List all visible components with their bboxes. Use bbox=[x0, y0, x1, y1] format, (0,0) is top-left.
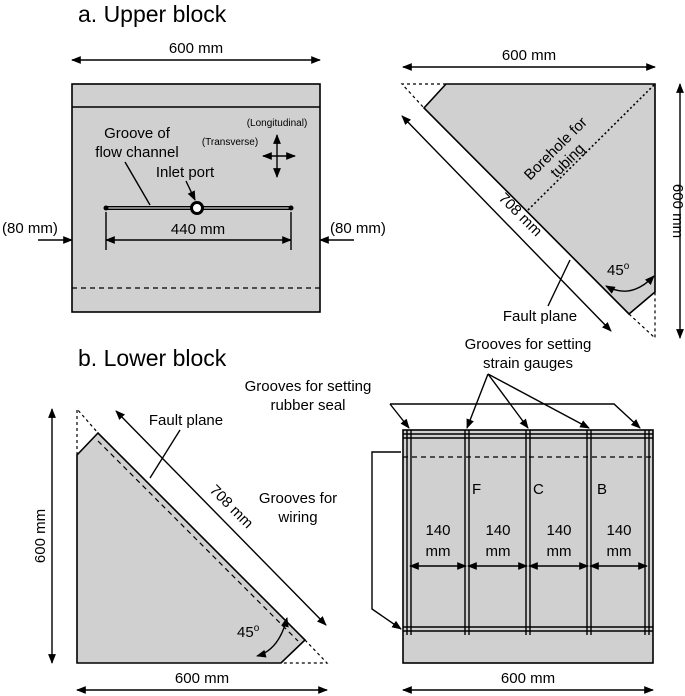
lower-side-diagonal-label: 708 mm bbox=[206, 482, 256, 532]
gauge-label-b: B bbox=[597, 481, 607, 498]
spacing-unit-4: mm bbox=[607, 543, 632, 560]
upper-side-diagonal-arrow bbox=[401, 115, 612, 332]
upper-side-view: 600 mm Borehole for tubing 708 mm 600 mm… bbox=[400, 47, 685, 340]
lower-side-block bbox=[76, 431, 307, 664]
strain-gauges-label-line2: strain gauges bbox=[483, 355, 573, 372]
left-offset-label: (80 mm) bbox=[2, 220, 58, 237]
strain-leader-3 bbox=[487, 373, 590, 429]
lower-side-corner-dashed-top bbox=[76, 407, 99, 455]
rubber-seal-label-line2: rubber seal bbox=[270, 397, 345, 414]
wiring-label-line1: Grooves for bbox=[259, 490, 337, 507]
spacing-dim-4: 140 mm bbox=[589, 522, 648, 570]
spacing-unit-3: mm bbox=[547, 543, 572, 560]
spacing-value-4: 140 bbox=[606, 522, 631, 539]
strain-leader-1 bbox=[466, 373, 489, 429]
groove-label-line2: flow channel bbox=[95, 144, 178, 161]
upper-block-title: a. Upper block bbox=[78, 1, 227, 27]
upper-side-corner-dashed-bottom bbox=[628, 292, 656, 340]
borehole-line bbox=[527, 83, 656, 211]
upper-front-view: 600 mm Groove of flow channel Inlet port… bbox=[2, 40, 386, 313]
spacing-dim-2: 140 mm bbox=[467, 522, 528, 570]
lower-top-view: Grooves for setting strain gauges Groove… bbox=[245, 336, 654, 694]
spacing-value-1: 140 bbox=[425, 522, 450, 539]
upper-side-block bbox=[422, 83, 656, 316]
gauge-label-f: F bbox=[472, 481, 481, 498]
strain-gauge-grooves bbox=[464, 430, 592, 635]
transverse-label: (Transverse) bbox=[202, 137, 258, 148]
upper-front-width-label: 600 mm bbox=[169, 40, 223, 57]
lower-fault-plane-label: Fault plane bbox=[149, 412, 223, 429]
spacing-value-2: 140 bbox=[485, 522, 510, 539]
lower-side-diagonal-arrow bbox=[115, 410, 327, 626]
span-label: 440 mm bbox=[171, 221, 225, 238]
groove-label-line1: Groove of bbox=[104, 125, 171, 142]
lower-top-block bbox=[402, 429, 654, 664]
groove-end-right bbox=[288, 205, 294, 211]
strain-leader-2 bbox=[487, 373, 529, 429]
upper-fault-plane-label: Fault plane bbox=[503, 308, 577, 325]
lower-side-width-label: 600 mm bbox=[175, 670, 229, 687]
rubber-seal-label-line1: Grooves for setting bbox=[245, 378, 372, 395]
upper-angle-arc bbox=[605, 275, 655, 294]
right-offset-label: (80 mm) bbox=[330, 220, 386, 237]
upper-front-block bbox=[71, 83, 321, 313]
upper-side-corner-dashed-top bbox=[400, 83, 446, 109]
wiring-leader bbox=[371, 451, 402, 630]
strain-gauges-label-line1: Grooves for setting bbox=[465, 336, 592, 353]
spacing-dim-3: 140 mm bbox=[528, 522, 589, 570]
upper-angle-label: 45o bbox=[607, 261, 630, 279]
lower-angle-label: 45o bbox=[237, 623, 260, 641]
longitudinal-label: (Longitudinal) bbox=[247, 118, 308, 129]
rubber-seal-leader-right bbox=[390, 403, 641, 429]
wiring-label-line2: wiring bbox=[277, 509, 317, 526]
lower-side-height-label: 600 mm bbox=[32, 509, 49, 563]
upper-side-width-label: 600 mm bbox=[502, 47, 556, 64]
spacing-unit-1: mm bbox=[426, 543, 451, 560]
lower-side-corner-dashed-bottom bbox=[281, 639, 329, 664]
groove-end-left bbox=[103, 205, 109, 211]
inlet-port-icon bbox=[190, 201, 204, 215]
lower-block-title: b. Lower block bbox=[78, 345, 227, 371]
upper-side-height-label: 600 mm bbox=[669, 184, 685, 238]
spacing-unit-2: mm bbox=[486, 543, 511, 560]
lower-side-view: Fault plane 708 mm 600 mm 600 mm 45o bbox=[32, 407, 329, 694]
rubber-seal-grooves bbox=[403, 430, 653, 635]
spacing-dim-1: 140 mm bbox=[409, 522, 467, 570]
inlet-port-leader bbox=[185, 180, 196, 201]
rubber-seal-leader-left bbox=[389, 403, 410, 429]
lower-top-width-label: 600 mm bbox=[501, 670, 555, 687]
gauge-label-c: C bbox=[533, 481, 544, 498]
lower-angle-arc bbox=[256, 617, 289, 658]
spacing-value-3: 140 bbox=[546, 522, 571, 539]
inlet-port-label: Inlet port bbox=[156, 164, 215, 181]
groove-leader bbox=[124, 161, 151, 206]
upper-fault-plane-leader bbox=[547, 259, 571, 307]
